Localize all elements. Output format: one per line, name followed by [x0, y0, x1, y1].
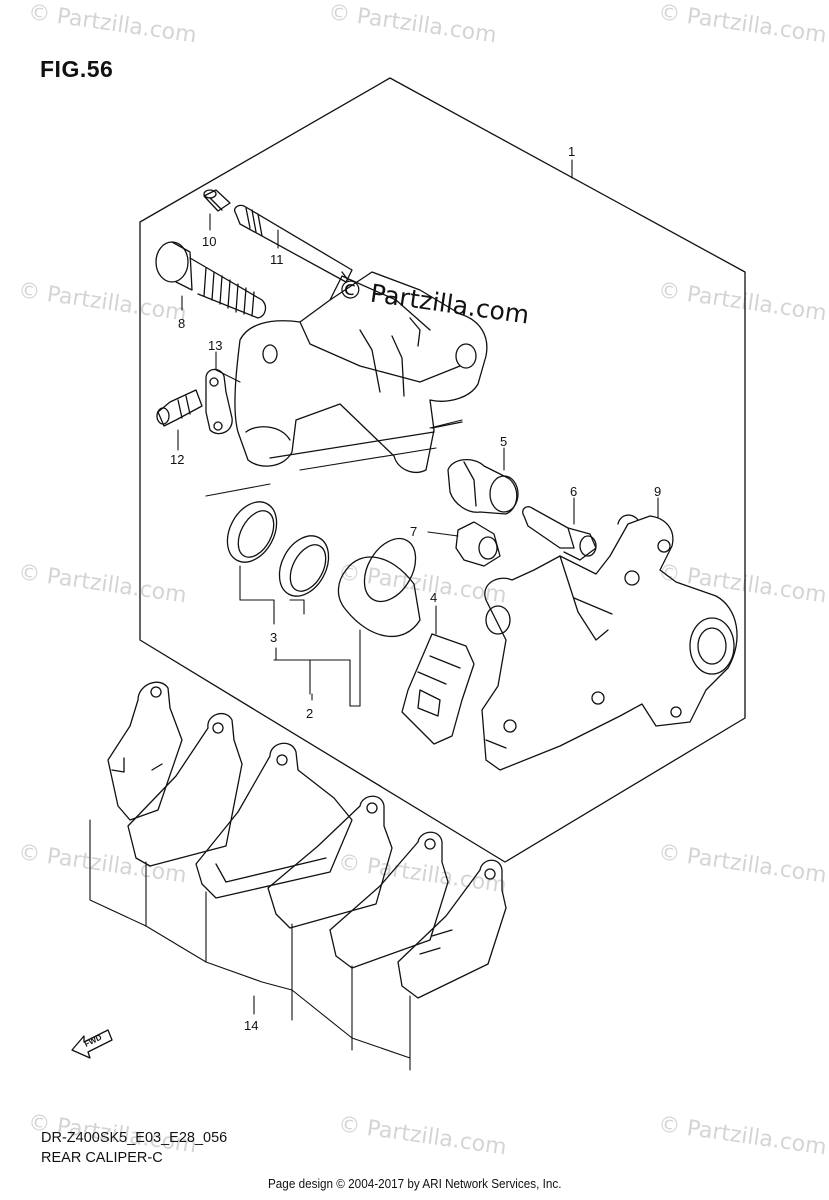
callout-3: 3	[270, 630, 277, 645]
callout-6: 6	[570, 484, 577, 499]
callout-12: 12	[170, 452, 184, 467]
part-8-bolt	[155, 241, 267, 319]
part-11-pin	[234, 204, 353, 283]
figure-title: FIG.56	[40, 56, 114, 82]
part-12-bleeder	[156, 389, 203, 427]
callout-4: 4	[430, 590, 437, 605]
callout-9: 9	[654, 484, 661, 499]
callout-11: 11	[270, 252, 284, 267]
page-footer: Page design © 2004-2017 by ARI Network S…	[268, 1176, 562, 1191]
part-7-sleeve	[455, 521, 501, 567]
figure-caption: REAR CALIPER-C	[41, 1150, 163, 1166]
part-5-boot	[447, 459, 519, 515]
part-9-bracket	[481, 514, 738, 771]
leader-lines	[89, 159, 659, 1071]
part-13-plate	[205, 368, 233, 435]
callout-13: 13	[208, 338, 222, 353]
part-6-pin-bolt	[522, 506, 597, 561]
part-2-piston	[337, 537, 421, 638]
part-1-caliper-body	[234, 271, 488, 473]
assembly-outline	[139, 77, 746, 863]
part-14-pads	[107, 681, 507, 999]
part-3-seals	[226, 501, 330, 597]
part-4-pad-spring	[401, 633, 475, 745]
part-10-bushing	[203, 189, 231, 212]
fwd-arrow-icon: FWD	[71, 1029, 113, 1059]
callout-1: 1	[568, 144, 575, 159]
model-code: DR-Z400SK5_E03_E28_056	[41, 1130, 228, 1146]
callout-8: 8	[178, 316, 185, 331]
callout-14: 14	[244, 1018, 258, 1033]
callout-10: 10	[202, 234, 216, 249]
callout-5: 5	[500, 434, 507, 449]
callout-2: 2	[306, 706, 313, 721]
callout-numbers: 1 2 3 4 5 6 7 8 9 10 11 12 13 14	[170, 144, 661, 1033]
callout-7: 7	[410, 524, 417, 539]
